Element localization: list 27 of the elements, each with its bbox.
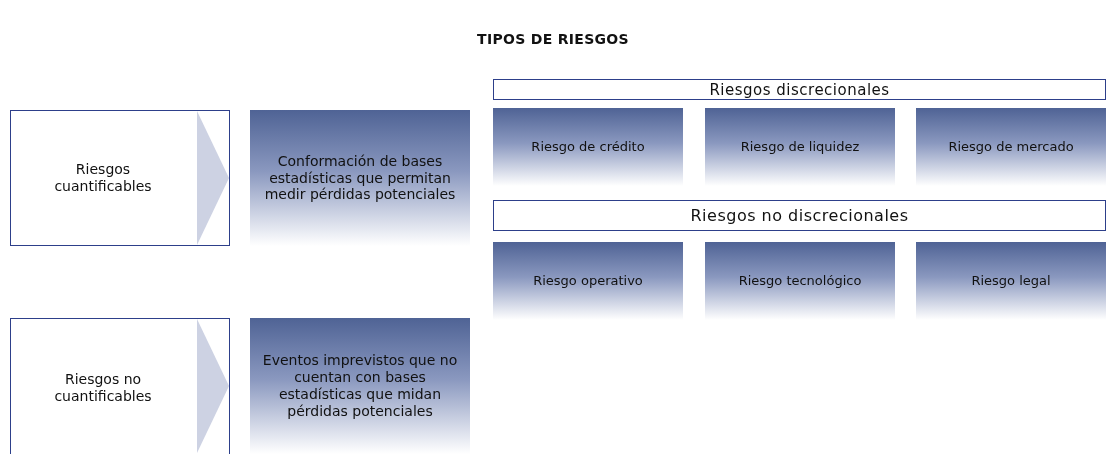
chevron-arrow bbox=[197, 319, 229, 453]
box-label: Conformación de bases estadísticas que permitan medir pérdidas potenciales bbox=[263, 152, 457, 204]
box-label: Riesgo tecnológico bbox=[737, 273, 863, 289]
diagram-title: TIPOS DE RIESGOS bbox=[476, 31, 630, 47]
box-label: Riesgos no cuantificables bbox=[53, 371, 153, 405]
description-box bbox=[250, 110, 470, 246]
description-box bbox=[250, 318, 470, 454]
box-label: Riesgos no discrecionales bbox=[689, 205, 910, 226]
box-label: Riesgo de liquidez bbox=[739, 139, 861, 155]
box-label: Riesgos discrecionales bbox=[708, 80, 891, 99]
box-label: Eventos imprevistos que no cuentan con bases estadísticas que midan pérdidas potenciales bbox=[261, 352, 459, 420]
category-box bbox=[10, 318, 230, 454]
box-label: Riesgo legal bbox=[970, 273, 1052, 289]
description-box bbox=[705, 108, 895, 186]
group-header-box bbox=[493, 79, 1106, 100]
description-box bbox=[493, 242, 683, 320]
group-header-box bbox=[493, 200, 1106, 231]
box-label: Riesgo de mercado bbox=[947, 139, 1075, 155]
category-box bbox=[10, 110, 230, 246]
description-box bbox=[916, 242, 1106, 320]
box-label: Riesgos cuantificables bbox=[53, 161, 153, 195]
description-box bbox=[705, 242, 895, 320]
box-label: Riesgo operativo bbox=[532, 273, 644, 289]
description-box bbox=[916, 108, 1106, 186]
description-box bbox=[493, 108, 683, 186]
chevron-arrow bbox=[197, 111, 229, 245]
box-label: Riesgo de crédito bbox=[530, 139, 646, 155]
